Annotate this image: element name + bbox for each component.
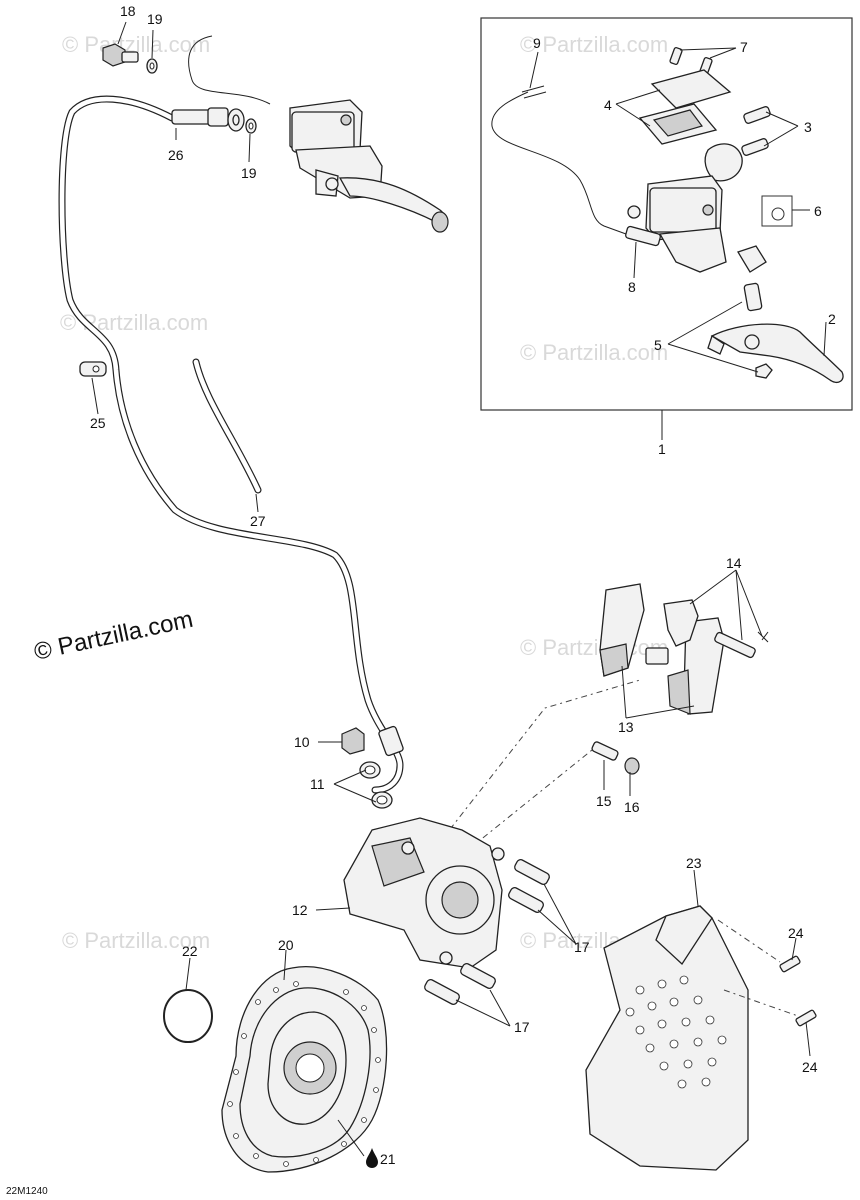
callout-24: 24 [788,925,804,941]
watermark: © Partzilla.com [520,32,668,57]
callout-24: 24 [802,1059,818,1075]
callout-15: 15 [596,793,612,809]
callout-7: 7 [740,39,748,55]
callout-17: 17 [574,939,590,955]
callout-5: 5 [654,337,662,353]
banjo-bolt-lower [341,727,393,809]
callout-18: 18 [120,3,136,19]
callout-8: 8 [628,279,636,295]
callout-19: 19 [147,11,163,27]
callout-21: 21 [380,1151,396,1167]
callout-20: 20 [278,937,294,953]
callout-labels: 18 19 26 19 25 27 1 9 7 4 3 6 8 5 2 14 1… [90,3,836,1167]
brake-hose [58,95,404,794]
bleeder-valve [591,741,640,775]
watermarks: © Partzilla.com © Partzilla.com © Partzi… [60,32,668,953]
leader-lines [91,21,827,1157]
callout-13: 13 [618,719,634,735]
callout-4: 4 [604,97,612,113]
hose-clip [79,361,107,377]
watermark: © Partzilla.com [520,340,668,365]
callout-1: 1 [658,441,666,457]
callout-27: 27 [250,513,266,529]
disc-guard [585,905,749,1171]
master-cylinder-assembly [289,99,449,233]
callout-14: 14 [726,555,742,571]
watermark: © Partzilla.com [520,635,668,660]
callout-23: 23 [686,855,702,871]
o-ring [163,989,213,1043]
lubricant-drop-icon [366,1148,378,1168]
callout-16: 16 [624,799,640,815]
inset-parts [491,47,844,384]
hose-27 [192,358,262,494]
caliper-bolts [424,859,550,1005]
callout-17: 17 [514,1019,530,1035]
watermark: © Partzilla.com [62,928,210,953]
callout-10: 10 [294,734,310,750]
guard-screws [717,919,817,1027]
brake-pads [599,583,769,715]
banjo-bolt [102,43,257,134]
brake-disc [221,966,388,1173]
callout-2: 2 [828,311,836,327]
master-cylinder-kit-box [480,17,853,411]
callout-11: 11 [310,776,325,792]
diagram-code: 22M1240 [6,1186,48,1197]
callout-3: 3 [804,119,812,135]
callout-19: 19 [241,165,257,181]
brake-caliper [343,817,505,969]
callout-6: 6 [814,203,822,219]
callout-12: 12 [292,902,308,918]
callout-9: 9 [533,35,541,51]
brand-notice: © Partzilla.com [32,606,196,666]
assembly-guide [439,679,641,859]
callout-26: 26 [168,147,184,163]
callout-22: 22 [182,943,198,959]
callout-25: 25 [90,415,106,431]
